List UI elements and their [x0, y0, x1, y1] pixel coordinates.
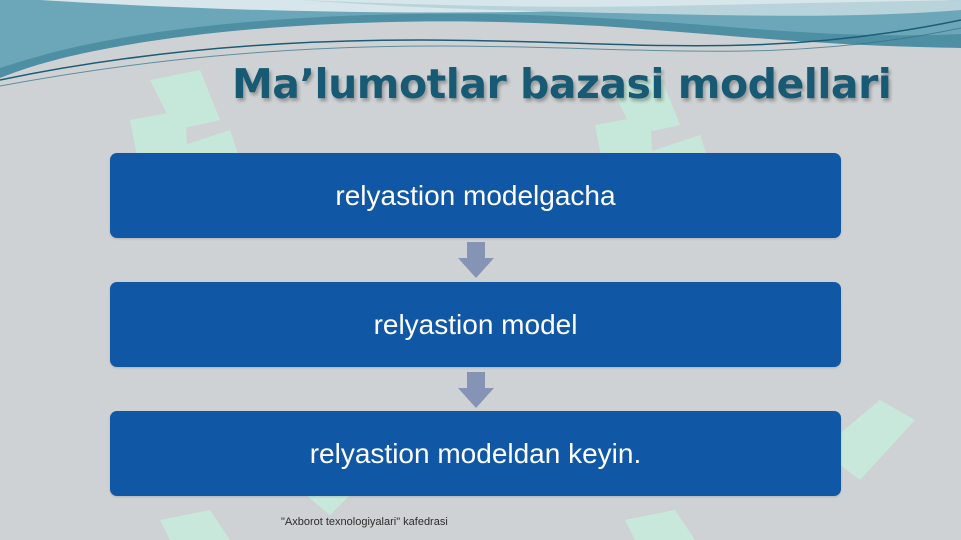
diagram-step-label: relyastion modelgacha [335, 179, 616, 211]
diagram-step-2: relyastion model [110, 282, 841, 367]
diagram-step-1: relyastion modelgacha [110, 153, 841, 238]
down-arrow-icon [458, 242, 494, 278]
diagram-step-3: relyastion modeldan keyin. [110, 411, 841, 496]
diagram-step-label: relyastion modeldan keyin. [309, 437, 642, 469]
down-arrow-icon [458, 372, 494, 408]
slide-footer: "Axborot texnologiyalari" kafedrasi [281, 516, 448, 528]
slide-title: Ma’lumotlar bazasi modellari [232, 60, 892, 108]
diagram-step-label: relyastion model [373, 308, 578, 340]
header-wave [0, 0, 961, 87]
